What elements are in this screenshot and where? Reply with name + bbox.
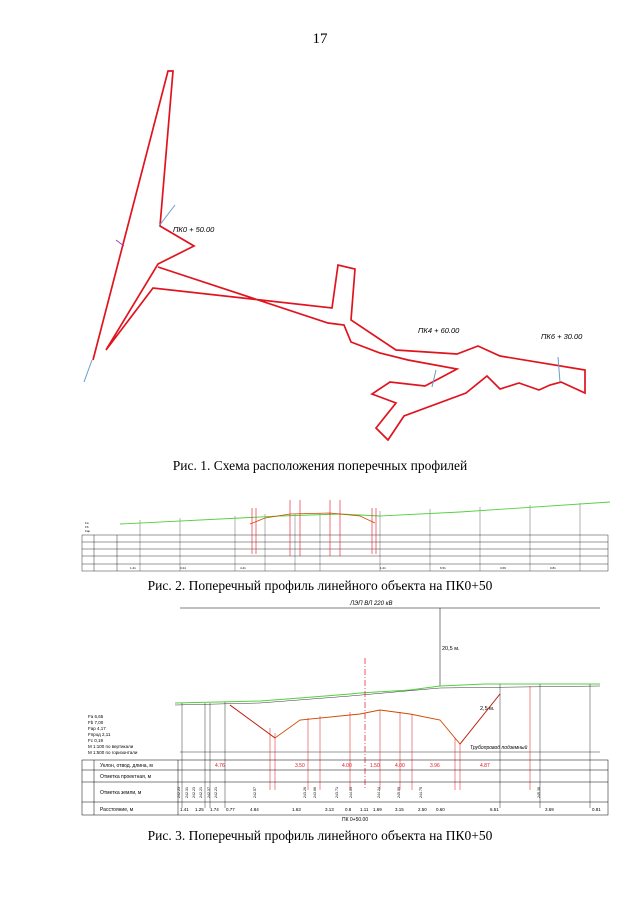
dist-9: 1.11 [360,807,369,812]
ground-elevation: 242.31 [185,787,189,798]
row-distance: Расстояние, м [100,807,134,813]
ground-elevation: 245.09 [397,787,401,798]
label-pk4: ПК4 + 60.00 [418,326,460,335]
figure-1-caption: Рис. 1. Схема расположения поперечных пр… [172,458,468,473]
legend-7: М 1:500 по горизонтали [88,750,138,755]
ground-elevation: 244.03 [349,787,353,798]
legend-6: М 1:100 по вертикали [88,744,134,749]
pipeline-label: Трубопровод подземный [470,744,528,751]
svg-text:1.41: 1.41 [130,566,136,570]
ground-elevation: 243.71 [335,787,339,798]
svg-text:6.51: 6.51 [440,566,446,570]
dist-7: 3.13 [325,807,334,812]
svg-text:0.81: 0.81 [550,566,556,570]
ground-elevation: 242.57 [253,787,257,798]
svg-text:4.41: 4.41 [240,566,246,570]
ground-elevation: 244.24 [377,787,381,798]
road-outline [92,70,586,442]
row-design: Отметка проектная, м [100,774,152,780]
dist-13: 0.60 [436,807,445,812]
slope-3: 4.00 [342,763,352,769]
dist-16: 0.81 [592,807,601,812]
legend-3: Fap 4,17 [88,726,106,731]
svg-text:1.21: 1.21 [380,566,386,570]
legend-5: Fc 0,19 [88,738,104,743]
svg-text:Fa: Fa [85,521,89,525]
slope-1: 4.76 [215,763,225,769]
height-label: 20,5 м. [442,646,460,652]
ground-elevation: 243.66 [313,787,317,798]
dist-5: 4.84 [250,807,259,812]
dist-15: 3.69 [545,807,554,812]
dist-10: 1.69 [373,807,382,812]
dist-8: 0.8 [345,807,352,812]
dist-1: 1.41 [180,807,189,812]
legend-4: Fпрод 2,11 [88,732,111,737]
slope-6: 3.96 [430,763,440,769]
ground-elevation: 242.23 [192,787,196,798]
figure-3-caption: Рис. 3. Поперечный профиль линейного объ… [147,828,493,843]
dist-4: 0.77 [226,807,235,812]
dist-3: 1.74 [210,807,219,812]
ground-elevation: 242.23 [177,787,181,798]
dist-12: 2.50 [418,807,427,812]
dist-2: 1.25 [195,807,204,812]
page-number: 17 [312,31,328,47]
slope-7: 4.87 [480,763,490,769]
slope-5: 4.00 [395,763,405,769]
ground-elevation: 242.21 [199,787,203,798]
dist-11: 3.15 [395,807,404,812]
ground-elevation: 245.38 [537,787,541,798]
figure-2-caption: Рис. 2. Поперечный профиль линейного объ… [147,578,493,593]
svg-text:0.24: 0.24 [180,566,186,570]
power-line-label: ЛЭП ВЛ 220 кВ [349,601,392,607]
ground-elevation: 242.37 [207,787,211,798]
ground-elevation: 242.21 [214,787,218,798]
dist-6: 1.63 [292,807,301,812]
pk-label: ПК 0+50.00 [342,817,368,823]
depth-label: 2,5 м. [480,706,495,712]
ground-elevation: 244.75 [419,787,423,798]
svg-text:3.69: 3.69 [500,566,506,570]
svg-text:Fap: Fap [85,529,91,533]
slope-2: 3.50 [295,763,305,769]
figure-3-profile: ЛЭП ВЛ 220 кВ 20,5 м. Трубопровод подзем… [81,601,609,823]
svg-text:Fb: Fb [85,525,89,529]
row-ground: Отметка земли, м [100,790,142,796]
slope-4: 1.50 [370,763,380,769]
label-pk0: ПК0 + 50.00 [173,225,215,234]
row-slope: Уклон, отвод. длина, м [100,763,153,769]
dist-14: 6.51 [490,807,499,812]
figure-1-scheme: ПК0 + 50.00 ПК4 + 60.00 ПК6 + 30.00 [83,70,586,442]
legend-2: Fb 7,00 [88,720,104,725]
label-pk6: ПК6 + 30.00 [541,332,583,341]
legend-1: Fa 6,65 [88,714,104,719]
ground-elevation: 243.26 [303,787,307,798]
